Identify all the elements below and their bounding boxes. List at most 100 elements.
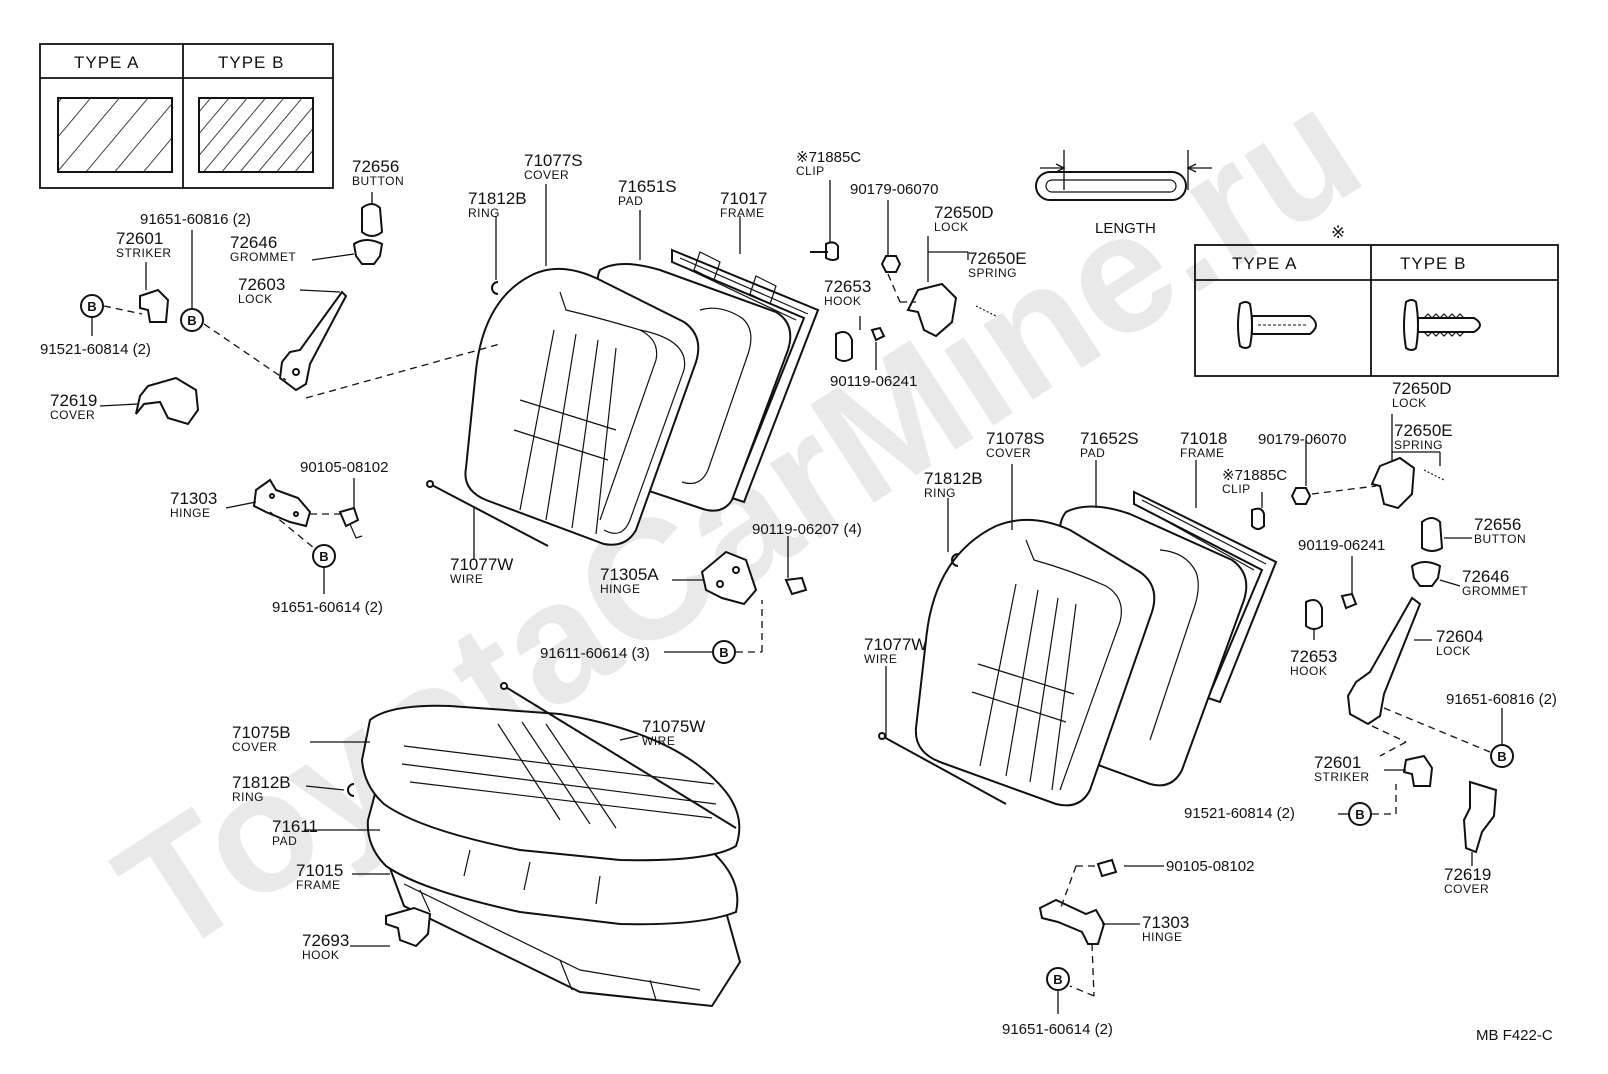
part-number: 90119-06207 (4) [752,521,862,538]
part-number: 91521-60814 (2) [40,341,151,358]
label-90179-06070-left: 90179-06070 [850,181,938,198]
part-number: 71812B [232,773,291,792]
label-91611-60614: 91611-60614 (3) [540,645,650,662]
label-90105-08102-left: 90105-08102 [300,459,388,476]
part-name: HINGE [1142,930,1183,944]
part-number: 72601 [1314,753,1361,772]
part-number: 91651-60816 (2) [1446,691,1557,708]
part-number: 72650D [1392,379,1452,398]
right-bolt-icon [1340,592,1358,610]
part-number: 91521-60814 (2) [1184,805,1295,822]
part-number: 71075B [232,723,291,742]
length-label: LENGTH [1095,220,1156,237]
center-hinge-icon [700,550,758,606]
b-marker-6: B [1348,802,1372,826]
part-number: 71303 [170,489,217,508]
part-name: HINGE [170,506,211,520]
part-name: FRAME [1180,446,1225,460]
center-clip-icon [810,241,839,261]
b-marker-7: B [1046,967,1070,991]
type-table-clip: ※ TYPE A TYPE B [1194,223,1559,377]
part-name: GROMMET [230,250,296,264]
part-name: PAD [618,194,643,208]
right-seatback-cover [914,518,1156,807]
part-number: 71077S [524,151,583,170]
left-striker-icon [139,288,170,323]
part-name: WIRE [864,652,897,666]
center-hinge-bolt-icon [784,576,808,596]
part-name: CLIP [796,164,825,178]
label-91521-60814-left: 91521-60814 (2) [40,341,151,358]
part-number: 90119-06241 [1298,537,1385,554]
b-marker-3: B [312,544,336,568]
center-bolt-icon [870,326,886,342]
right-striker-icon [1402,754,1434,787]
part-number: 71017 [720,189,767,208]
label-90119-06207: 90119-06207 (4) [752,521,862,538]
part-number: 72619 [1444,865,1491,884]
part-number: 71652S [1080,429,1139,448]
right-seatback-wire [878,732,1007,805]
left-grommet-icon [352,239,384,265]
part-number: 72656 [1474,515,1521,534]
part-name: LOCK [1436,644,1471,658]
part-name: SPRING [968,266,1017,280]
part-number: 90105-08102 [300,459,388,476]
cushion-ring-icon [347,783,355,797]
type-b-swatch-icon [198,97,314,173]
part-number: ※71885C [796,149,861,166]
label-90105-08102-right: 90105-08102 [1166,858,1254,875]
part-name: LOCK [934,220,969,234]
clip-type-b-header: TYPE B [1400,254,1466,273]
part-number: 72604 [1436,627,1483,646]
part-name: FRAME [296,878,341,892]
part-number: ※71885C [1222,467,1287,484]
part-name: COVER [50,408,95,422]
part-number: 72656 [352,157,399,176]
part-number: 72650E [968,249,1027,268]
part-number: 72646 [1462,567,1509,586]
part-name: HOOK [824,294,861,308]
right-button-icon [1421,517,1444,552]
part-number: 72601 [116,229,163,248]
center-nut-icon [880,255,902,273]
part-number: 91611-60614 (3) [540,645,650,662]
part-number: 90119-06241 [830,373,917,390]
part-name: COVER [524,168,569,182]
part-number: 72653 [1290,647,1337,666]
part-number: 71812B [924,469,983,488]
center-lock-icon [906,282,997,338]
part-number: 72603 [238,275,285,294]
svg-text:B: B [1355,807,1364,822]
part-number: 71611 [272,817,318,836]
b-marker-5: B [1490,744,1514,768]
seat-cushion-cover [360,704,741,862]
part-name: PAD [272,834,297,848]
part-name: RING [924,486,956,500]
leader-lines [91,180,1503,1014]
part-number: 71015 [296,861,343,880]
right-hinge-icon [1038,898,1106,945]
